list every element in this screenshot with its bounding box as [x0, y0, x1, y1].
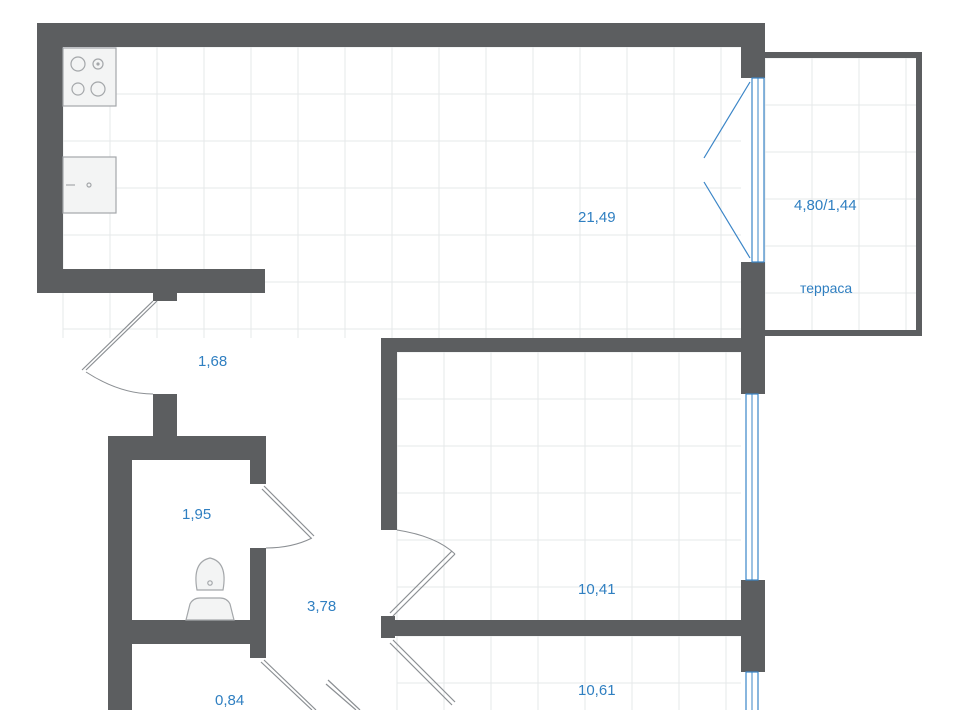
stove-icon [62, 47, 117, 107]
sink-icon [62, 156, 117, 214]
room-area-hallway: 1,68 [198, 353, 227, 370]
room-area-bathroom: 1,95 [182, 506, 211, 523]
room-area-storage: 0,84 [215, 692, 244, 709]
room-area-bedroom-2: 10,61 [578, 682, 616, 699]
terrace-label: терраса [800, 280, 852, 296]
room-area-kitchen-living: 21,49 [578, 209, 616, 226]
toilet-icon [185, 557, 235, 621]
door-icon [81, 300, 456, 710]
window-icon [703, 77, 765, 710]
room-area-bedroom-1: 10,41 [578, 581, 616, 598]
room-labels: 21,49 1,68 1,95 3,78 10,41 10,61 0,84 4,… [182, 197, 857, 709]
walls [37, 23, 765, 710]
room-area-corridor: 3,78 [307, 598, 336, 615]
terrace-area: 4,80/1,44 [794, 197, 857, 214]
